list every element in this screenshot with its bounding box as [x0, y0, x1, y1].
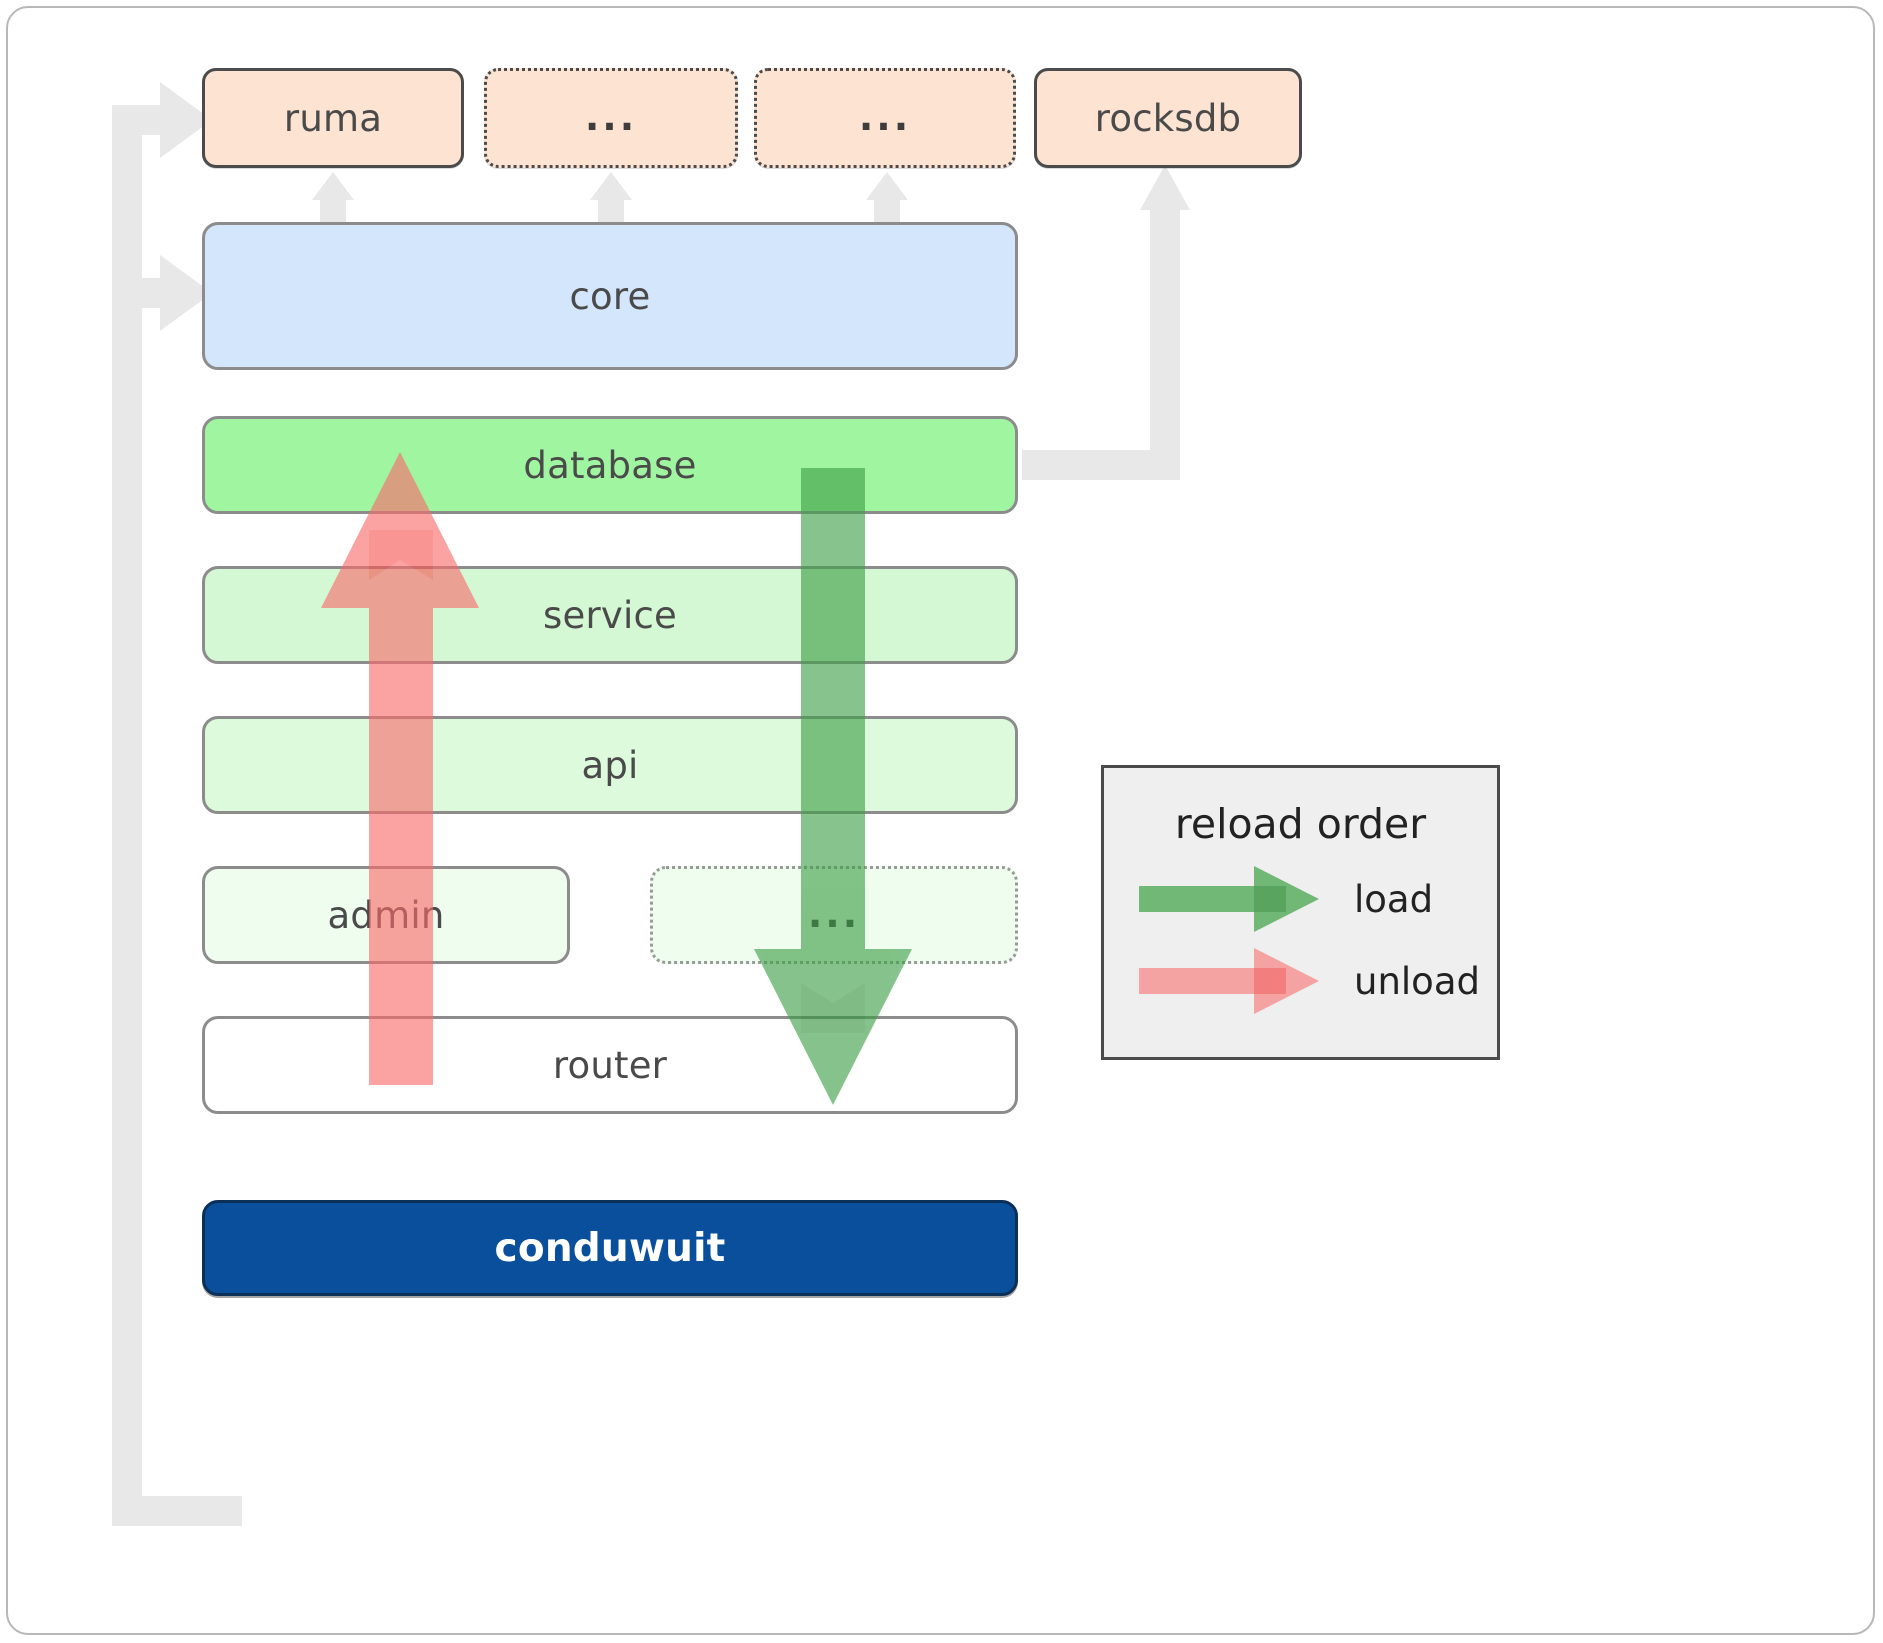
package-rocksdb-label: rocksdb [1094, 96, 1242, 140]
legend-title: reload order [1174, 800, 1427, 848]
layer-core-label: core [569, 274, 651, 318]
package-ellipsis-2[interactable]: ... [754, 68, 1016, 168]
package-ellipsis-1-label: ... [584, 95, 638, 140]
package-ellipsis-2-label: ... [858, 95, 912, 140]
layer-core[interactable]: core [202, 222, 1018, 370]
layer-service[interactable]: service [202, 566, 1018, 664]
layer-ellipsis-label: ... [807, 892, 861, 937]
legend-unload-arrow-icon [1139, 948, 1319, 1014]
binary-conduwuit-label: conduwuit [494, 1225, 726, 1271]
package-ruma[interactable]: ruma [202, 68, 464, 168]
layer-database[interactable]: database [202, 416, 1018, 514]
package-ruma-label: ruma [283, 96, 383, 140]
package-rocksdb[interactable]: rocksdb [1034, 68, 1302, 168]
layer-admin[interactable]: admin [202, 866, 570, 964]
layer-database-label: database [523, 443, 697, 487]
legend-load-arrow-icon [1139, 866, 1319, 932]
layer-ellipsis[interactable]: ... [650, 866, 1018, 964]
package-ellipsis-1[interactable]: ... [484, 68, 738, 168]
legend-box: reload order load unload [1101, 765, 1500, 1060]
layer-service-label: service [543, 593, 677, 637]
legend-label-load: load [1354, 878, 1434, 921]
layer-router-label: router [552, 1043, 668, 1087]
layer-router[interactable]: router [202, 1016, 1018, 1114]
layer-api[interactable]: api [202, 716, 1018, 814]
legend-arrows [1139, 866, 1319, 1014]
binary-conduwuit[interactable]: conduwuit [202, 1200, 1018, 1296]
layer-admin-label: admin [327, 893, 445, 937]
layer-api-label: api [581, 743, 639, 787]
legend-label-unload: unload [1354, 960, 1480, 1003]
